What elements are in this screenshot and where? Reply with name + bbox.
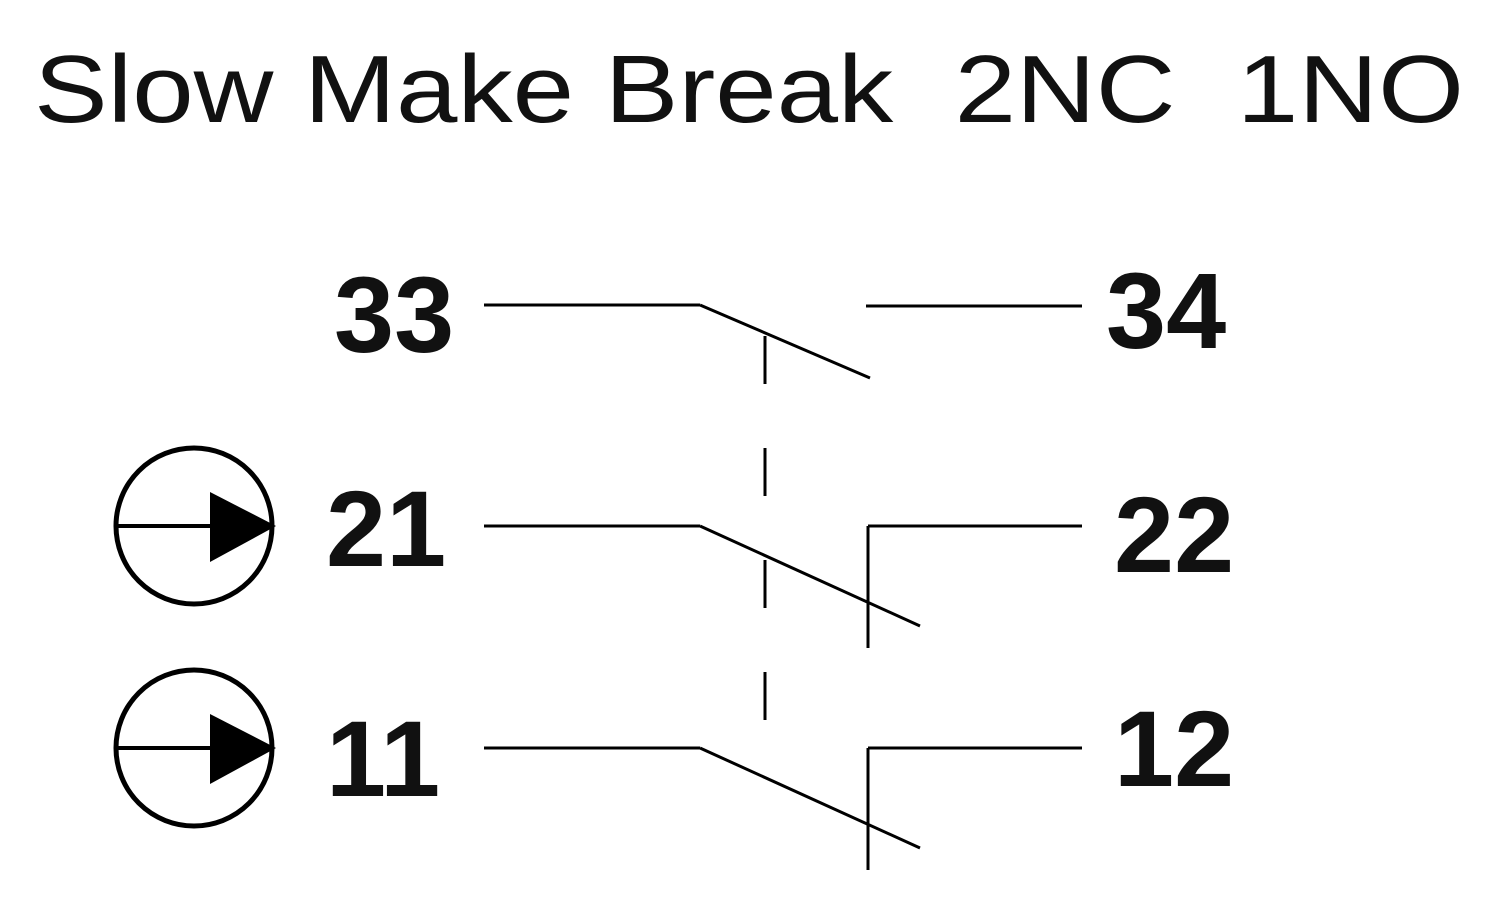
nc-switch-blade-11: [699, 746, 921, 850]
positive-opening-arrow-icon: [113, 667, 276, 829]
diagram-title: Slow Make Break 2NC 1NO: [34, 36, 1464, 143]
terminal-22-label: 22: [1114, 474, 1234, 595]
no-contact-33-34: [484, 303, 1082, 380]
positive-opening-arrow-icon: [113, 445, 276, 607]
terminal-34-label: 34: [1106, 250, 1226, 371]
terminal-12-label: 12: [1114, 688, 1234, 809]
nc-contact-11-12: [484, 746, 1082, 870]
no-switch-blade: [699, 303, 871, 380]
terminal-11-label: 11: [326, 698, 440, 819]
nc-switch-blade-21: [699, 524, 921, 628]
terminal-33-label: 33: [334, 254, 454, 375]
terminal-21-label: 21: [326, 468, 446, 589]
nc-contact-21-22: [484, 524, 1082, 648]
